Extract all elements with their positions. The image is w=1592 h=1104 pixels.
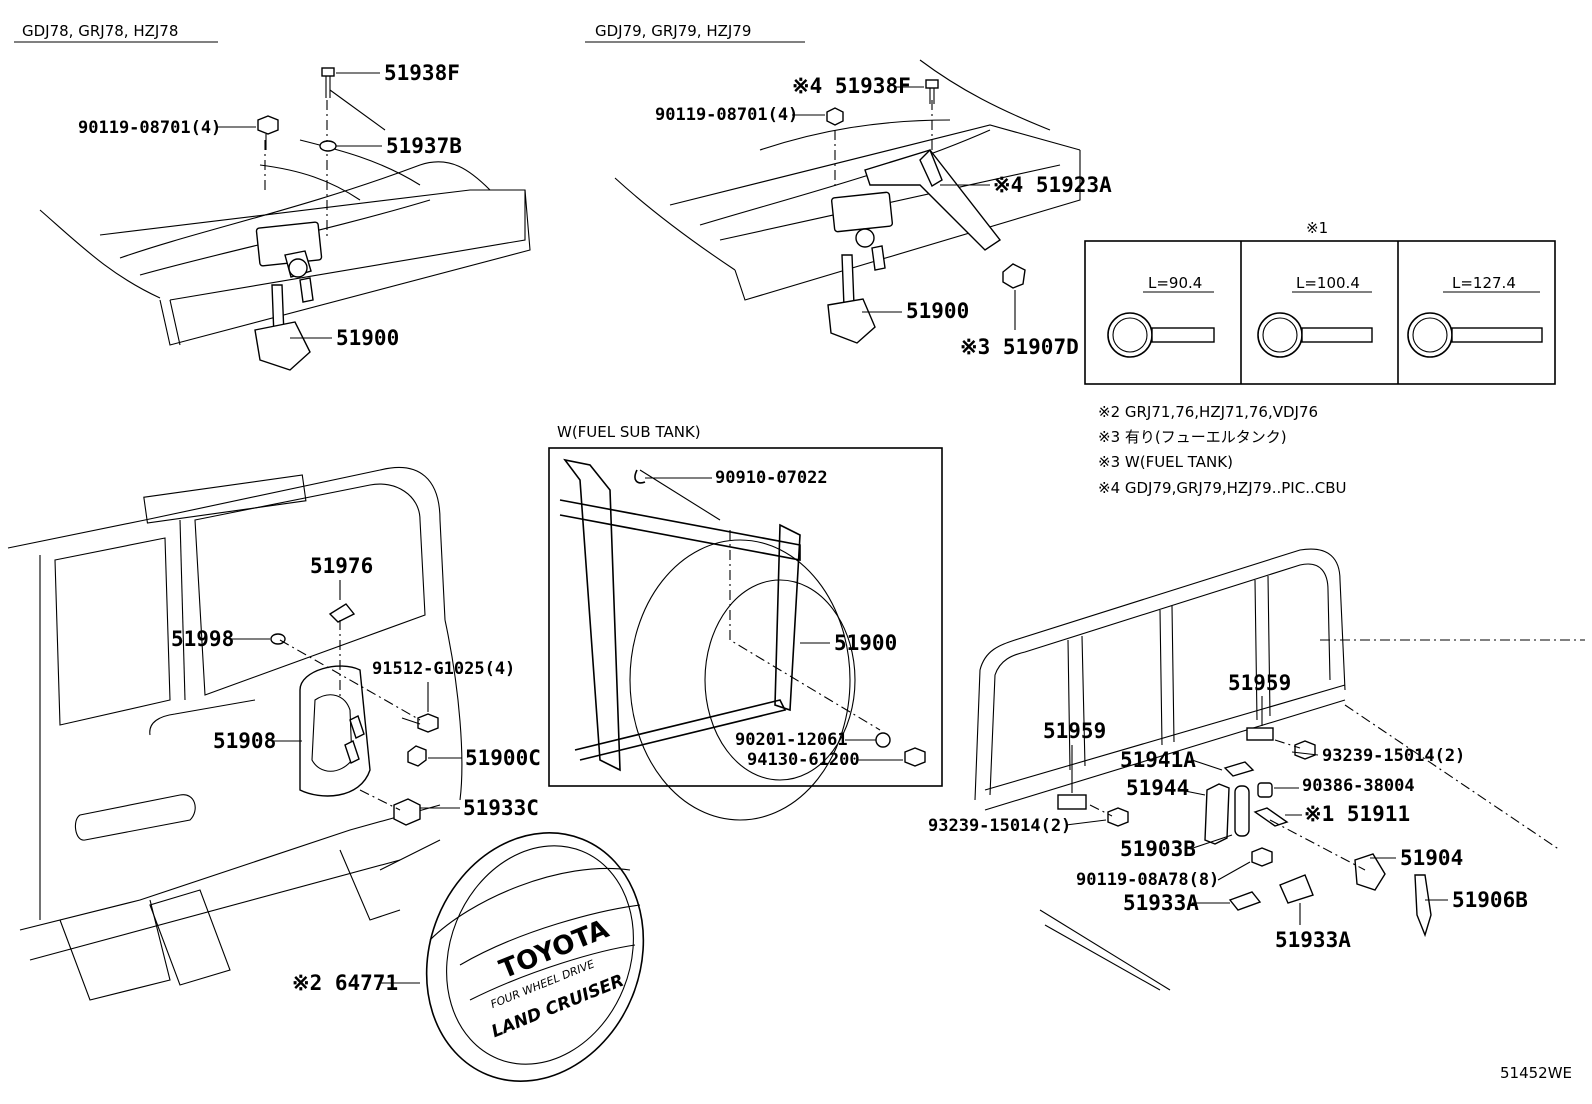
pad-51976 xyxy=(328,603,356,623)
spare-carrier-bracket-51908 xyxy=(299,665,371,797)
plate-51959-b xyxy=(1246,727,1274,741)
leader-93239-b xyxy=(1065,819,1107,826)
spare-tire-cover-64771 xyxy=(425,832,645,1082)
label-51959-a: 51959 xyxy=(1043,719,1106,743)
leader-90119-bed xyxy=(1217,861,1251,881)
label-94130: 94130-61200 xyxy=(747,750,860,770)
bolt-90119-left xyxy=(257,115,279,150)
spare-tire-carrier-lift xyxy=(559,458,926,821)
label-51900-box: 51900 xyxy=(834,631,897,655)
leader-51903B xyxy=(1189,834,1233,850)
label-51933A-b: 51933A xyxy=(1275,928,1351,952)
plug-51998 xyxy=(270,633,286,645)
label-90119-left: 90119-08701(4) xyxy=(78,118,221,138)
length-label-1: L=90.4 xyxy=(1148,274,1202,292)
frame-carrier-right xyxy=(614,59,1081,344)
label-91512: 91512-G1025(4) xyxy=(372,659,515,679)
label-51904: 51904 xyxy=(1400,846,1463,870)
label-51976: 51976 xyxy=(310,554,373,578)
label-93239-b: 93239-15014(2) xyxy=(928,816,1071,836)
label-51941A: 51941A xyxy=(1120,748,1196,772)
bolt-length-1274 xyxy=(1407,291,1543,358)
pickup-bed-rails xyxy=(974,548,1585,991)
label-51938F-left: 51938F xyxy=(384,61,460,85)
length-label-3: L=127.4 xyxy=(1452,274,1516,292)
frame-carrier-left xyxy=(39,89,531,371)
label-51933C: 51933C xyxy=(463,796,539,820)
label-51933A-a: 51933A xyxy=(1123,891,1199,915)
label-51908: 51908 xyxy=(213,729,276,753)
cover-51933C xyxy=(393,798,421,826)
bolt-length-1004 xyxy=(1257,291,1373,358)
leader-51944 xyxy=(1179,789,1206,796)
label-93239-a: 93239-15014(2) xyxy=(1322,746,1465,766)
bolt-51938F-left xyxy=(321,67,335,98)
label-51900C: 51900C xyxy=(465,746,541,770)
fuel-sub-tank-title: W(FUEL SUB TANK) xyxy=(557,423,701,441)
footnote-2: ※3 有り(フューエルタンク) xyxy=(1098,428,1287,446)
leader-51941A xyxy=(1191,759,1223,771)
plate-51959-a xyxy=(1057,794,1087,810)
footnote-3: ※3 W(FUEL TANK) xyxy=(1098,453,1233,471)
figure-id: 51452WE xyxy=(1500,1064,1572,1082)
label-51937B: 51937B xyxy=(386,134,462,158)
hinge-assembly xyxy=(1057,727,1432,938)
label-51923A: ※4 51923A xyxy=(993,173,1112,197)
footnote-4: ※4 GDJ79,GRJ79,HZJ79..PIC..CBU xyxy=(1098,479,1346,497)
label-51900-left: 51900 xyxy=(336,326,399,350)
header-left-models: GDJ78, GRJ78, HZJ78 xyxy=(22,22,178,40)
bolt-51938F-right xyxy=(925,79,939,104)
label-90910: 90910-07022 xyxy=(715,468,828,488)
label-90386: 90386-38004 xyxy=(1302,776,1415,796)
label-90119-bed: 90119-08A78(8) xyxy=(1076,870,1219,890)
label-51998: 51998 xyxy=(171,627,234,651)
label-51907D: ※3 51907D xyxy=(960,335,1079,359)
length-table xyxy=(1084,240,1556,385)
length-label-2: L=100.4 xyxy=(1296,274,1360,292)
label-51959-b: 51959 xyxy=(1228,671,1291,695)
label-90119-right: 90119-08701(4) xyxy=(655,105,798,125)
label-51911: ※1 51911 xyxy=(1304,802,1410,826)
note-table-title: ※1 xyxy=(1306,219,1328,237)
cushion-51937B xyxy=(319,140,337,152)
leader-93239-a xyxy=(1291,751,1319,756)
label-51906B: 51906B xyxy=(1452,888,1528,912)
bolt-91512 xyxy=(401,713,439,733)
label-51900-right: 51900 xyxy=(906,299,969,323)
label-51944: 51944 xyxy=(1126,776,1189,800)
label-90201: 90201-12061 xyxy=(735,730,848,750)
header-right-models: GDJ79, GRJ79, HZJ79 xyxy=(595,22,751,40)
nut-51900C xyxy=(407,745,427,767)
bolt-length-904 xyxy=(1107,291,1215,358)
footnote-1: ※2 GRJ71,76,HZJ71,76,VDJ76 xyxy=(1098,403,1318,421)
fuel-sub-tank-box xyxy=(548,447,943,787)
vehicle-rear-body xyxy=(7,466,463,1001)
label-51938F-right: ※4 51938F xyxy=(792,74,911,98)
bolt-90119-right xyxy=(826,107,844,126)
label-51903B: 51903B xyxy=(1120,837,1196,861)
